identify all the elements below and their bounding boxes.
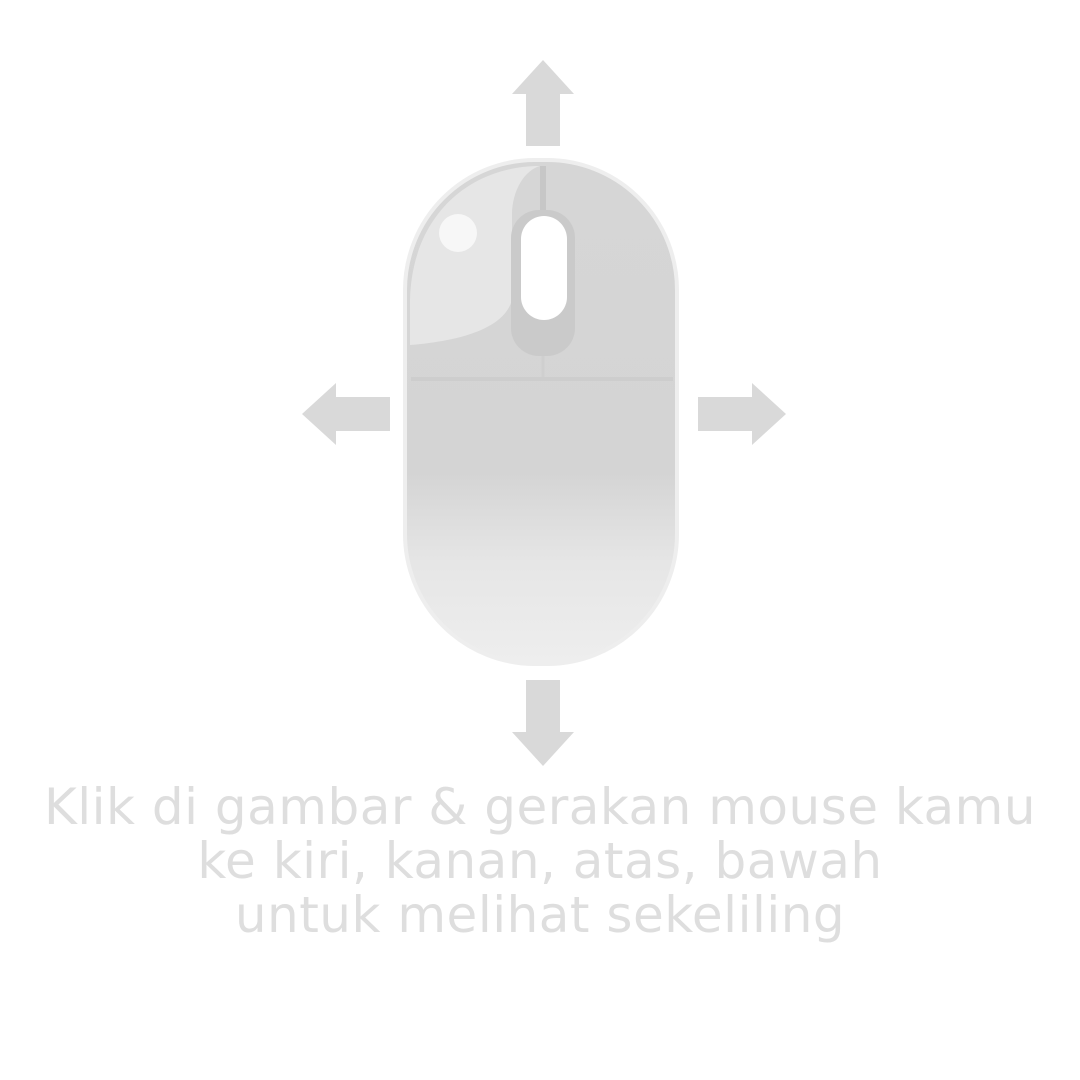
mouse-icon — [403, 158, 679, 666]
mouse-drag-graphic — [302, 60, 786, 766]
arrow-up-icon — [512, 60, 574, 146]
arrow-down-icon — [512, 680, 574, 766]
instruction-line-3: untuk melihat sekeliling — [234, 886, 846, 944]
arrow-right-icon — [698, 383, 786, 445]
instruction-line-1: Klik di gambar & gerakan mouse kamu — [43, 778, 1037, 836]
drag-instruction-text: Klik di gambar & gerakan mouse kamu ke k… — [0, 780, 1080, 942]
arrow-left-icon — [302, 383, 390, 445]
instruction-line-2: ke kiri, kanan, atas, bawah — [197, 832, 883, 890]
